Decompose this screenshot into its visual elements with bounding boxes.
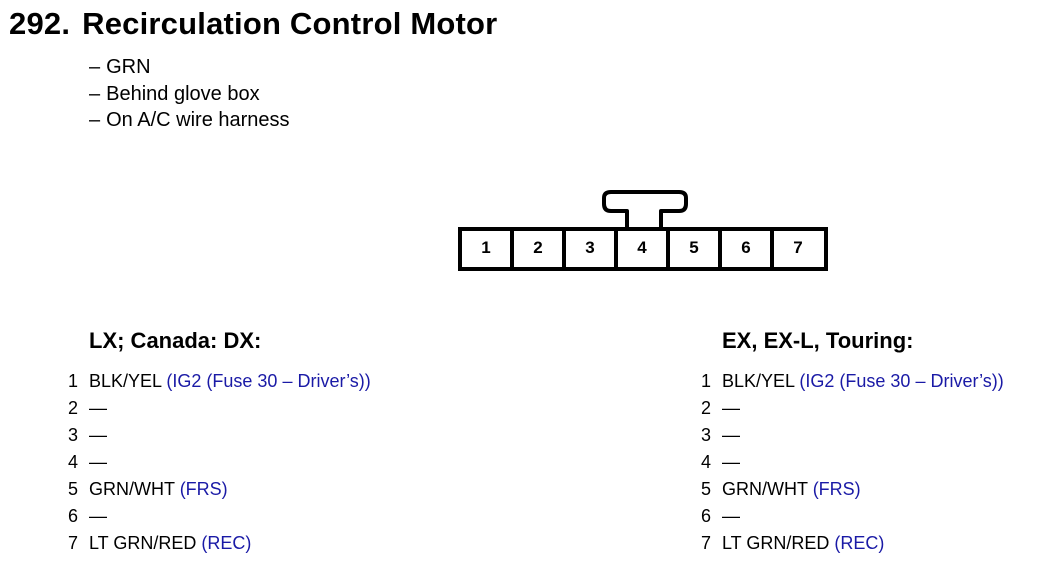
- wire-color: —: [722, 425, 740, 445]
- connector-pin: 7: [793, 238, 803, 257]
- note-harness: –On A/C wire harness: [89, 109, 290, 131]
- pinout-row: 3—: [701, 422, 1004, 449]
- connector-diagram: 1 2 3 4 5 6 7: [456, 190, 830, 274]
- wire-color: LT GRN/RED: [722, 533, 830, 553]
- pinout-row: 4—: [68, 449, 371, 476]
- pin-number: 6: [68, 506, 79, 526]
- connector-pin: 1: [481, 238, 491, 257]
- wire-color: —: [89, 425, 107, 445]
- wire-color: BLK/YEL: [722, 371, 795, 391]
- pin-number: 4: [701, 452, 712, 472]
- pin-number: 2: [68, 398, 79, 418]
- pin-number: 5: [68, 479, 79, 499]
- wire-color: LT GRN/RED: [89, 533, 197, 553]
- connector-pin: 5: [689, 238, 699, 257]
- connector-pin: 6: [741, 238, 751, 257]
- pinout-row: 1 BLK/YEL (IG2 (Fuse 30 – Driver’s)): [68, 368, 371, 395]
- wire-color: —: [89, 506, 107, 526]
- wire-color: —: [722, 398, 740, 418]
- note-color: –GRN: [89, 56, 151, 78]
- wire-color: —: [722, 452, 740, 472]
- wire-color: —: [89, 398, 107, 418]
- pinout-row: 6—: [701, 503, 1004, 530]
- connector-notes: –GRN –Behind glove box –On A/C wire harn…: [89, 54, 290, 134]
- circuit-name: (FRS): [179, 479, 228, 499]
- pin-number: 3: [68, 425, 79, 445]
- page-title: 292. Recirculation Control Motor: [9, 6, 497, 42]
- circuit-name: (IG2 (Fuse 30 – Driver’s)): [166, 371, 371, 391]
- pinout-row: 7 LT GRN/RED (REC): [701, 530, 1004, 557]
- pin-number: 3: [701, 425, 712, 445]
- pinout-row: 2—: [68, 395, 371, 422]
- pinout-row: 7 LT GRN/RED (REC): [68, 530, 371, 557]
- pin-number: 7: [701, 533, 712, 553]
- connector-housing: [458, 227, 828, 271]
- pin-number: 6: [701, 506, 712, 526]
- pin-dividers: [510, 229, 774, 269]
- pin-number: 4: [68, 452, 79, 472]
- wire-color: —: [89, 452, 107, 472]
- pinout-row: 3—: [68, 422, 371, 449]
- circuit-name: (FRS): [812, 479, 861, 499]
- pinout-row: 2—: [701, 395, 1004, 422]
- wire-color: BLK/YEL: [89, 371, 162, 391]
- pinout-heading: EX, EX-L, Touring:: [722, 328, 914, 353]
- connector-outline: [458, 190, 828, 271]
- pinout-row: 1 BLK/YEL (IG2 (Fuse 30 – Driver’s)): [701, 368, 1004, 395]
- pinout-column-lx: LX; Canada: DX: 1 BLK/YEL (IG2 (Fuse 30 –…: [68, 328, 371, 557]
- pin-number: 5: [701, 479, 712, 499]
- pin-number: 7: [68, 533, 79, 553]
- connector-lock-tab: [602, 190, 688, 229]
- pin-number: 1: [68, 371, 79, 391]
- connector-name: Recirculation Control Motor: [82, 6, 498, 41]
- connector-number: 292.: [9, 6, 71, 41]
- connector-pin: 4: [637, 238, 647, 257]
- pinout-row: 4—: [701, 449, 1004, 476]
- pin-number: 1: [701, 371, 712, 391]
- circuit-name: (REC): [201, 533, 252, 553]
- pinout-column-ex: EX, EX-L, Touring: 1 BLK/YEL (IG2 (Fuse 3…: [701, 328, 1004, 557]
- wire-color: GRN/WHT: [722, 479, 808, 499]
- circuit-name: (IG2 (Fuse 30 – Driver’s)): [799, 371, 1004, 391]
- pinout-row: 6—: [68, 503, 371, 530]
- note-location: –Behind glove box: [89, 82, 260, 105]
- wire-color: GRN/WHT: [89, 479, 175, 499]
- pinout-row: 5 GRN/WHT (FRS): [701, 476, 1004, 503]
- wire-color: —: [722, 506, 740, 526]
- pinout-row: 5 GRN/WHT (FRS): [68, 476, 371, 503]
- connector-pin: 3: [585, 238, 595, 257]
- circuit-name: (REC): [834, 533, 885, 553]
- pinout-heading: LX; Canada: DX:: [89, 328, 262, 353]
- connector-pin: 2: [533, 238, 543, 257]
- connector-pins: 1 2 3 4 5 6 7: [460, 229, 824, 267]
- pin-number: 2: [701, 398, 712, 418]
